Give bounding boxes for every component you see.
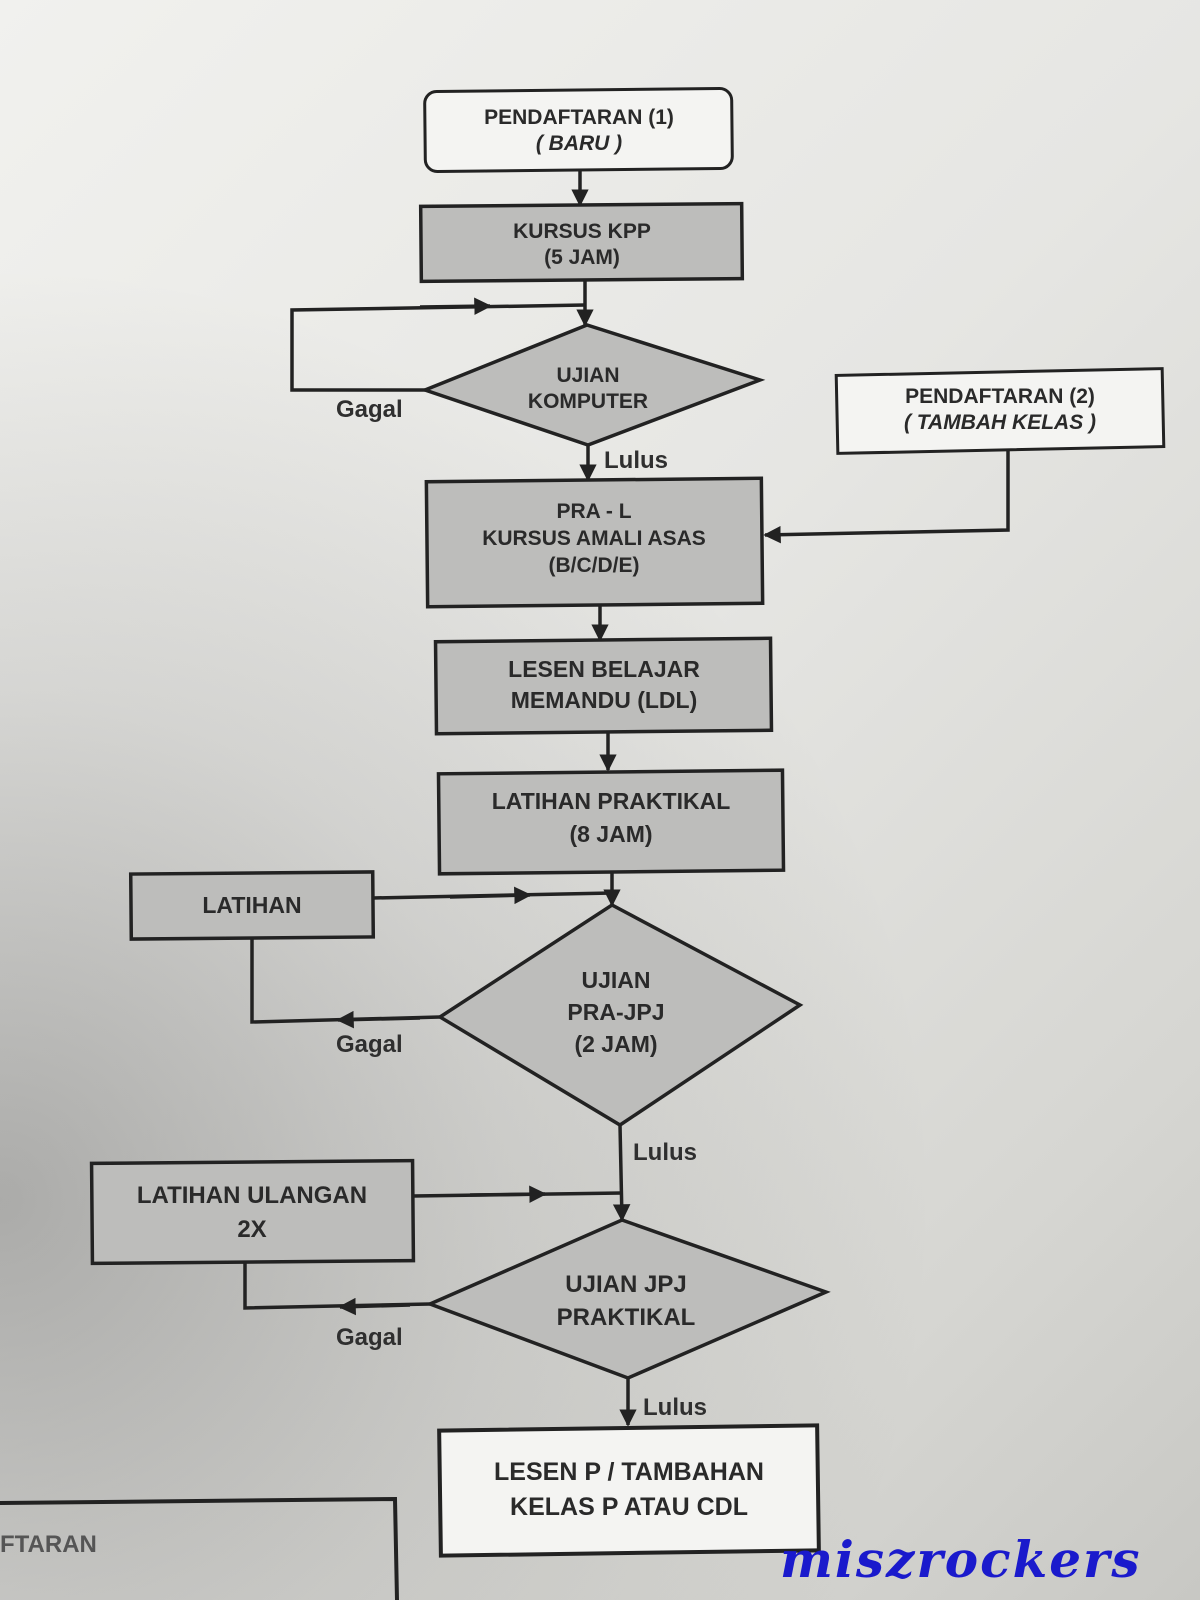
node-latihan: LATIHAN — [128, 870, 376, 941]
pendaftaran-1-line1: PENDAFTARAN (1) — [484, 106, 674, 129]
pra-l-line3: (B/C/D/E) — [549, 554, 640, 577]
edge-label-gagal-1: Gagal — [336, 396, 403, 423]
edge-label-gagal-2: Gagal — [336, 1031, 403, 1058]
ujian-jpj-line2: PRAKTIKAL — [557, 1304, 696, 1331]
latihan-ulangan-line2: 2X — [237, 1216, 266, 1243]
pendaftaran-1-line2: ( BARU ) — [536, 132, 622, 155]
lesen-p-line2: KELAS P ATAU CDL — [510, 1493, 748, 1521]
arrow-latihan-ulangan-to-main — [469, 1185, 547, 1203]
edge-label-lulus-2: Lulus — [633, 1139, 697, 1166]
latihan-praktikal-line1: LATIHAN PRAKTIKAL — [492, 788, 731, 814]
node-ujian-komputer: UJIAN KOMPUTER — [419, 323, 766, 447]
pra-l-line1: PRA - L — [556, 500, 631, 523]
node-ldl: LESEN BELAJAR MEMANDU (LDL) — [433, 636, 774, 736]
node-latihan-ulangan: LATIHAN ULANGAN 2X — [89, 1158, 416, 1266]
arrow-gagal-pra-jpj — [336, 1010, 421, 1029]
arrow-lulus-to-ujian-jpj — [612, 1124, 631, 1222]
kursus-kpp-line1: KURSUS KPP — [513, 220, 651, 243]
watermark: miszrockers — [780, 1530, 1142, 1589]
latihan-ulangan-line1: LATIHAN ULANGAN — [137, 1182, 367, 1209]
partial-box: FTARAN — [0, 1496, 399, 1600]
lesen-p-line1: LESEN P / TAMBAHAN — [494, 1458, 764, 1486]
ujian-pra-jpj-line1: UJIAN — [581, 967, 650, 993]
partial-box-text: FTARAN — [0, 1531, 97, 1558]
pra-l-line2: KURSUS AMALI ASAS — [482, 527, 706, 550]
kursus-kpp-line2: (5 JAM) — [544, 246, 620, 269]
arrow-gagal-jpj — [338, 1297, 411, 1316]
arrow-latihan-to-main — [449, 886, 532, 905]
node-ujian-jpj: UJIAN JPJ PRAKTIKAL — [425, 1218, 831, 1380]
ujian-jpj-line1: UJIAN JPJ — [565, 1271, 686, 1298]
ldl-line2: MEMANDU (LDL) — [511, 687, 698, 713]
ujian-pra-jpj-line2: PRA-JPJ — [567, 999, 664, 1025]
connectors — [243, 170, 1010, 1427]
node-pendaftaran-2: PENDAFTARAN (2) ( TAMBAH KELAS ) — [834, 367, 1166, 455]
edge-label-lulus-1: Lulus — [604, 447, 668, 474]
latihan-praktikal-line2: (8 JAM) — [569, 821, 652, 847]
arrow-pendaftaran2-to-pra-l — [763, 450, 1010, 544]
ujian-pra-jpj-line3: (2 JAM) — [574, 1031, 657, 1057]
node-latihan-praktikal: LATIHAN PRAKTIKAL (8 JAM) — [436, 768, 786, 876]
edge-label-lulus-3: Lulus — [643, 1394, 707, 1421]
loop-gagal-pra-jpj — [250, 938, 441, 1024]
node-ujian-pra-jpj: UJIAN PRA-JPJ (2 JAM) — [436, 902, 804, 1128]
ujian-komputer-line1: UJIAN — [556, 364, 619, 387]
node-pra-l: PRA - L KURSUS AMALI ASAS (B/C/D/E) — [424, 476, 765, 609]
edge-label-gagal-3: Gagal — [336, 1324, 403, 1351]
node-pendaftaran-1: PENDAFTARAN (1) ( BARU ) — [423, 87, 734, 173]
pendaftaran-2-line2: ( TAMBAH KELAS ) — [904, 411, 1096, 434]
node-kursus-kpp: KURSUS KPP (5 JAM) — [418, 201, 745, 284]
node-lesen-p: LESEN P / TAMBAHAN KELAS P ATAU CDL — [437, 1423, 821, 1558]
loop-gagal-jpj — [243, 1262, 431, 1310]
pendaftaran-2-line1: PENDAFTARAN (2) — [905, 385, 1095, 408]
latihan-line1: LATIHAN — [202, 892, 301, 918]
arrow-loop-komputer — [419, 297, 492, 315]
ldl-line1: LESEN BELAJAR — [508, 656, 700, 682]
ujian-komputer-line2: KOMPUTER — [528, 390, 648, 413]
